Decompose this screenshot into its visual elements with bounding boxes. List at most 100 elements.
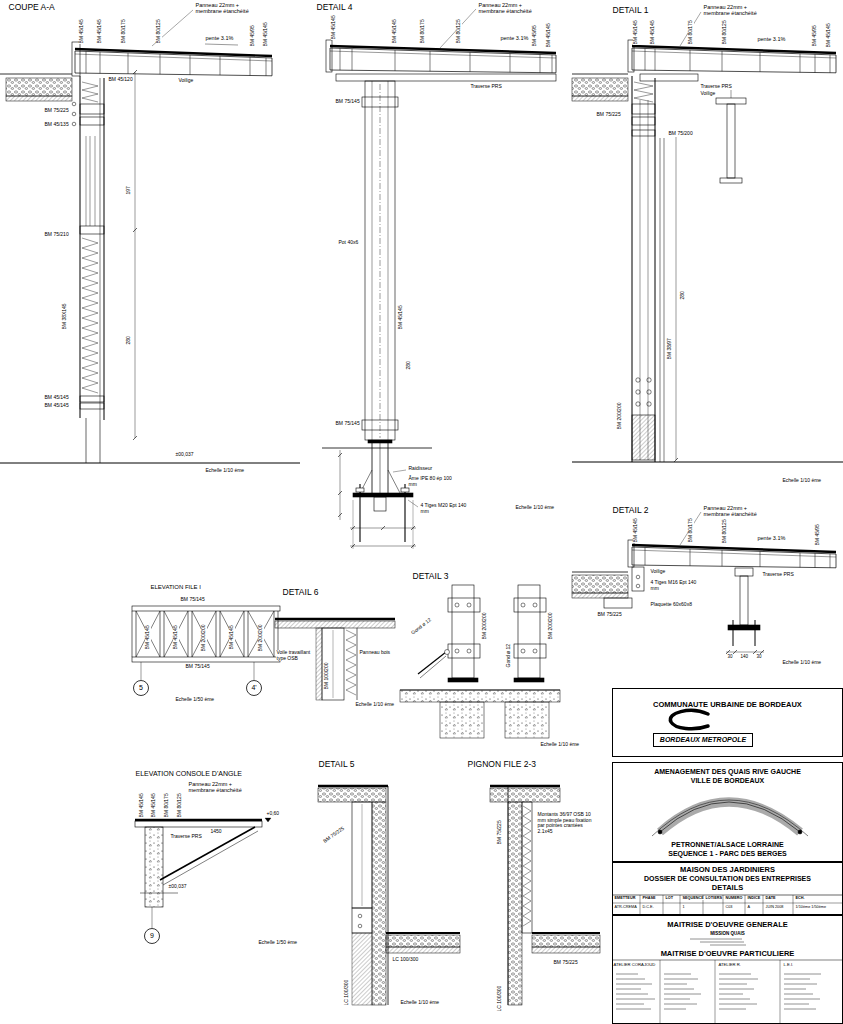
table-cell: ATELIER R. bbox=[718, 963, 742, 968]
annotation-label: BM 75/145 bbox=[335, 421, 360, 427]
drawing-rect bbox=[632, 567, 644, 591]
bolt-symbol bbox=[636, 575, 640, 579]
drawing-rect bbox=[316, 628, 322, 700]
view-title: DETAIL 2 bbox=[612, 506, 649, 515]
grid-number: 9 bbox=[144, 932, 160, 940]
annotation-label: BM 200/200 bbox=[482, 612, 488, 640]
annotation-label: LC 100/300 bbox=[392, 957, 419, 963]
drawing-line bbox=[616, 999, 655, 1000]
dimension-label: 30 bbox=[756, 655, 762, 660]
annotation-label: 4 Tiges M16 Ept 140 mm bbox=[650, 580, 699, 591]
drawing-rect bbox=[80, 104, 104, 114]
annotation-label: BM 45/145 bbox=[79, 19, 85, 44]
dimension-label: 197 bbox=[126, 186, 132, 195]
drawing-line bbox=[388, 440, 389, 493]
annotation-label: Âme IPE 80 ép 100 mm bbox=[408, 476, 457, 487]
drawing-rect bbox=[353, 493, 413, 497]
drawing-rect bbox=[448, 678, 478, 682]
drawing-rect bbox=[514, 644, 546, 658]
drawing-rect bbox=[386, 935, 460, 947]
drawing-rect bbox=[720, 178, 742, 183]
drawing-line bbox=[719, 989, 754, 990]
annotation-label: Echelle 1/10 ème bbox=[782, 660, 822, 666]
annotation-label: Echelle 1/10 ème bbox=[355, 702, 395, 708]
drawing-line bbox=[690, 939, 742, 940]
bolt-symbol bbox=[72, 112, 76, 116]
drawing-line bbox=[274, 611, 275, 657]
grid-number: 4' bbox=[246, 684, 262, 692]
annotation-label: Pot 40x6 bbox=[338, 240, 359, 246]
annotation-label: BM 80/175 bbox=[688, 20, 694, 45]
drawing-rect bbox=[632, 104, 655, 114]
bolt-symbol bbox=[358, 914, 362, 918]
drawing-rect bbox=[452, 585, 474, 678]
title-panel: COMMUNAUTE URBAINE DE BORDEAUXBORDEAUX M… bbox=[612, 688, 843, 757]
annotation-label: Traverse PRS bbox=[762, 572, 794, 578]
insulation-symbol bbox=[346, 630, 356, 695]
annotation-label: BM 45/145 bbox=[173, 625, 179, 650]
drawing-line bbox=[664, 994, 701, 995]
drawing-rect bbox=[145, 827, 163, 907]
drawing-line bbox=[616, 994, 648, 995]
drawing-rect bbox=[372, 802, 386, 1005]
drawing-line bbox=[793, 895, 794, 915]
drawing-line bbox=[676, 135, 677, 460]
drawing-line bbox=[404, 484, 405, 542]
table-cell: C03 bbox=[725, 905, 733, 909]
drawing-line bbox=[490, 785, 560, 787]
drawing-line bbox=[616, 1004, 644, 1005]
drawing-line bbox=[160, 54, 161, 74]
annotation-label: BM 80/125 bbox=[722, 20, 728, 45]
drawing-rect bbox=[448, 644, 480, 658]
bolt-symbol bbox=[521, 649, 525, 653]
bubble-circle bbox=[134, 681, 149, 696]
drawing-line bbox=[760, 551, 761, 566]
annotation-label: BM 45/95 bbox=[532, 25, 538, 47]
drawing-rect bbox=[356, 488, 364, 492]
drawing-line bbox=[244, 611, 245, 657]
annotation-label: BM 75/225 bbox=[553, 960, 578, 966]
annotation-label: Echelle 1/10 ème bbox=[205, 468, 245, 474]
drawing-line bbox=[552, 55, 553, 73]
annotation-label: pente 3.1% bbox=[757, 36, 786, 42]
drawing-rect bbox=[505, 702, 549, 738]
drawing-rect bbox=[326, 40, 332, 72]
annotation-label: BM 45/145 bbox=[392, 19, 398, 44]
drawing-line bbox=[510, 54, 511, 73]
drawing-rect bbox=[322, 628, 344, 700]
drawing-line bbox=[190, 55, 191, 75]
drawing-line bbox=[135, 72, 136, 438]
drawing-line bbox=[140, 893, 178, 894]
drawing-line bbox=[664, 1004, 697, 1005]
annotation-label: BM 45/95 bbox=[250, 25, 256, 47]
annotation-label: Echelle 1/50 ème bbox=[175, 697, 215, 703]
drawing-line bbox=[266, 58, 267, 76]
drawing-line bbox=[393, 470, 406, 472]
drawing-line bbox=[318, 785, 388, 787]
bolt-symbol bbox=[636, 584, 640, 588]
drawing-line bbox=[616, 984, 652, 985]
drawing-line bbox=[616, 1009, 651, 1010]
drawing-rect bbox=[374, 497, 386, 511]
table-cell: ATR-CREMA bbox=[614, 905, 637, 909]
bubble-circle bbox=[247, 681, 262, 696]
drawing-line bbox=[352, 49, 353, 71]
drawing-line bbox=[616, 974, 638, 975]
annotation-label: BM 200/200 bbox=[201, 624, 207, 652]
drawing-line bbox=[719, 1009, 746, 1010]
annotation-label: Panneau 22mm + membrane étanchéité bbox=[195, 2, 266, 14]
drawing-line bbox=[645, 48, 646, 70]
drawing-line bbox=[86, 51, 87, 73]
roof-deck bbox=[632, 547, 836, 568]
drawing-line bbox=[784, 974, 821, 975]
drawing-line bbox=[220, 611, 221, 657]
drawing-line bbox=[664, 979, 698, 980]
annotation-label: BM 80/175 bbox=[121, 19, 127, 44]
drawing-rect bbox=[336, 74, 556, 81]
drawing-line bbox=[133, 70, 137, 74]
title-text: SEQUENCE 1 - PARC DES BERGES bbox=[613, 850, 842, 858]
drawing-rect bbox=[6, 96, 72, 101]
drawing-rect bbox=[727, 104, 735, 178]
drawing-line bbox=[381, 526, 385, 530]
drawing-rect bbox=[572, 96, 628, 101]
